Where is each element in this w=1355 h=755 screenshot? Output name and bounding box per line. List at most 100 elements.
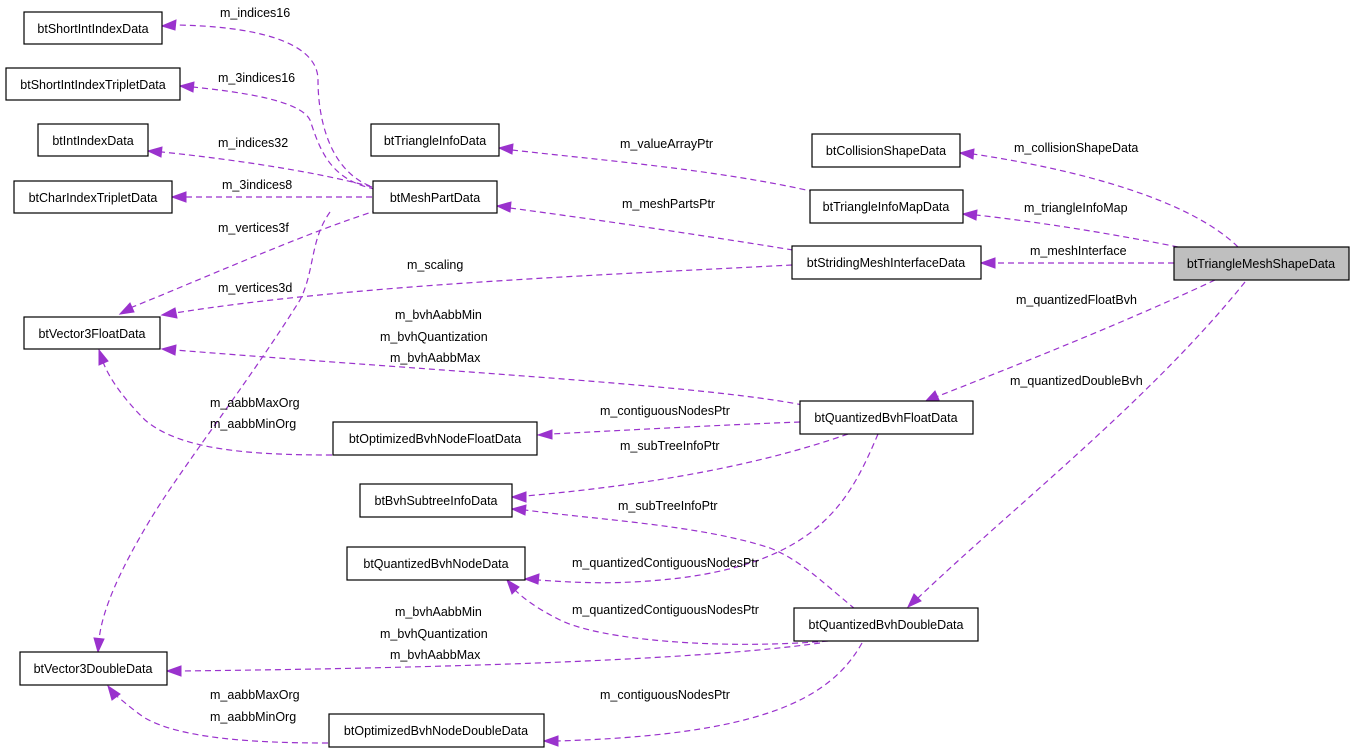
edge-double-quantcontig [514, 589, 829, 645]
edge-label-3indices8: m_3indices8 [222, 178, 292, 192]
edge-label-double-subtree: m_subTreeInfoPtr [618, 499, 718, 513]
edge-float-vector3-arrow [160, 344, 177, 356]
edge-double-subtree-arrow [510, 504, 527, 516]
node-label: btTriangleInfoData [384, 134, 486, 148]
node-btTriangleMeshShapeData[interactable]: btTriangleMeshShapeData [1173, 246, 1350, 281]
node-label: btCollisionShapeData [826, 144, 946, 158]
edge-double-contiguous [556, 642, 863, 742]
edge-valueArrayPtr [511, 149, 816, 193]
edge-label-scaling: m_scaling [407, 258, 463, 272]
nodes: btShortIntIndexData btShortIntIndexTripl… [5, 11, 1350, 748]
node-btCharIndexTripletData[interactable]: btCharIndexTripletData [13, 180, 173, 214]
edges: m_indices16 m_3indices16 m_indices32 m_3… [93, 6, 1246, 747]
node-label: btQuantizedBvhNodeData [363, 557, 508, 571]
edge-label-float-aabbmaxorg: m_aabbMaxOrg [210, 396, 300, 410]
edge-3indices16-arrow [178, 81, 195, 93]
edge-vertices3f-arrow [118, 302, 135, 315]
edge-label-float-quantcontig: m_quantizedContiguousNodesPtr [572, 556, 759, 570]
edge-float-subtree-arrow [510, 491, 527, 503]
edge-label-valueArrayPtr: m_valueArrayPtr [620, 137, 713, 151]
node-btIntIndexData[interactable]: btIntIndexData [37, 123, 149, 157]
node-label: btMeshPartData [390, 191, 480, 205]
edge-3indices16 [192, 86, 376, 190]
edge-label-vertices3d: m_vertices3d [218, 281, 292, 295]
node-btTriangleInfoMapData[interactable]: btTriangleInfoMapData [809, 189, 964, 224]
node-btQuantizedBvhNodeData[interactable]: btQuantizedBvhNodeData [346, 546, 526, 581]
edge-label-float-aabbminorg: m_aabbMinOrg [210, 417, 296, 431]
edge-vertices3f [129, 209, 379, 309]
edge-optfloat-vector3 [102, 361, 333, 456]
edge-indices32-arrow [146, 146, 163, 158]
node-btShortIntIndexTripletData[interactable]: btShortIntIndexTripletData [5, 67, 181, 101]
edge-3indices8-arrow [170, 191, 187, 203]
edge-label-float-quantization: m_bvhQuantization [380, 330, 488, 344]
edge-label-quantizedFloatBvh: m_quantizedFloatBvh [1016, 293, 1137, 307]
node-label: btStridingMeshInterfaceData [807, 256, 965, 270]
edge-optfloat-vector3-arrow [98, 348, 109, 366]
edge-quantizedDoubleBvh-arrow [906, 593, 922, 609]
node-btTriangleInfoData[interactable]: btTriangleInfoData [370, 123, 500, 157]
node-btOptimizedBvhNodeDoubleData[interactable]: btOptimizedBvhNodeDoubleData [328, 713, 545, 748]
edge-label-double-aabbmax: m_bvhAabbMax [390, 648, 481, 662]
node-label: btOptimizedBvhNodeDoubleData [344, 724, 528, 738]
edge-float-subtree [524, 433, 849, 497]
edge-optdouble-vector3 [114, 694, 329, 744]
node-btBvhSubtreeInfoData[interactable]: btBvhSubtreeInfoData [359, 483, 513, 518]
edge-label-indices16: m_indices16 [220, 6, 290, 20]
node-label: btBvhSubtreeInfoData [375, 494, 498, 508]
edge-float-quantcontig [537, 433, 879, 584]
edge-meshPartsPtr [509, 207, 794, 251]
edge-scaling-arrow [160, 307, 178, 319]
node-label: btVector3FloatData [38, 327, 145, 341]
node-label: btQuantizedBvhFloatData [814, 411, 957, 425]
node-label: btTriangleInfoMapData [823, 200, 950, 214]
edge-indices32 [161, 151, 373, 188]
edge-double-quantcontig-arrow [506, 578, 520, 595]
edge-double-contiguous-arrow [542, 735, 559, 747]
edge-label-indices32: m_indices32 [218, 136, 288, 150]
edge-double-subtree [524, 509, 856, 610]
node-label: btCharIndexTripletData [29, 191, 158, 205]
node-btMeshPartData[interactable]: btMeshPartData [372, 180, 498, 214]
edge-float-contiguous-arrow [536, 429, 553, 440]
edge-label-double-aabbminorg: m_aabbMinOrg [210, 710, 296, 724]
edge-label-meshInterface: m_meshInterface [1030, 244, 1127, 258]
node-btVector3FloatData[interactable]: btVector3FloatData [23, 316, 161, 350]
edge-float-vector3 [174, 349, 804, 406]
edge-label-triangleInfoMap: m_triangleInfoMap [1024, 201, 1128, 215]
edge-label-collisionShapeData: m_collisionShapeData [1014, 141, 1138, 155]
node-btStridingMeshInterfaceData[interactable]: btStridingMeshInterfaceData [791, 245, 982, 280]
edge-collisionShapeData-arrow [958, 148, 975, 160]
edge-label-double-quantcontig: m_quantizedContiguousNodesPtr [572, 603, 759, 617]
node-btQuantizedBvhDoubleData[interactable]: btQuantizedBvhDoubleData [793, 607, 979, 642]
edge-meshInterface-arrow [979, 257, 996, 269]
node-label: btShortIntIndexTripletData [20, 78, 165, 92]
edge-triangleInfoMap-arrow [961, 209, 978, 221]
edge-label-float-contiguous: m_contiguousNodesPtr [600, 404, 730, 418]
edge-meshPartsPtr-arrow [495, 201, 512, 213]
edge-optdouble-vector3-arrow [107, 684, 121, 701]
edge-vertices3d-arrow [93, 637, 105, 654]
node-btShortIntIndexData[interactable]: btShortIntIndexData [23, 11, 163, 45]
edge-indices16 [174, 24, 371, 187]
edge-valueArrayPtr-arrow [497, 143, 514, 155]
edge-double-vector3-arrow [165, 665, 182, 677]
node-label: btShortIntIndexData [37, 22, 148, 36]
edge-label-float-subtree: m_subTreeInfoPtr [620, 439, 720, 453]
node-btVector3DoubleData[interactable]: btVector3DoubleData [19, 651, 168, 686]
edge-label-quantizedDoubleBvh: m_quantizedDoubleBvh [1010, 374, 1143, 388]
edge-float-contiguous [550, 421, 801, 435]
node-btCollisionShapeData[interactable]: btCollisionShapeData [811, 133, 961, 168]
node-btQuantizedBvhFloatData[interactable]: btQuantizedBvhFloatData [799, 400, 974, 435]
edge-label-3indices16: m_3indices16 [218, 71, 295, 85]
edge-triangleInfoMap [975, 214, 1189, 250]
edge-label-double-aabbmaxorg: m_aabbMaxOrg [210, 688, 300, 702]
edge-collisionShapeData [972, 153, 1239, 248]
node-label: btTriangleMeshShapeData [1187, 257, 1335, 271]
node-btOptimizedBvhNodeFloatData[interactable]: btOptimizedBvhNodeFloatData [332, 421, 538, 456]
node-label: btQuantizedBvhDoubleData [809, 618, 964, 632]
node-label: btOptimizedBvhNodeFloatData [349, 432, 521, 446]
node-label: btVector3DoubleData [34, 662, 153, 676]
edge-quantizedFloatBvh [935, 279, 1216, 398]
